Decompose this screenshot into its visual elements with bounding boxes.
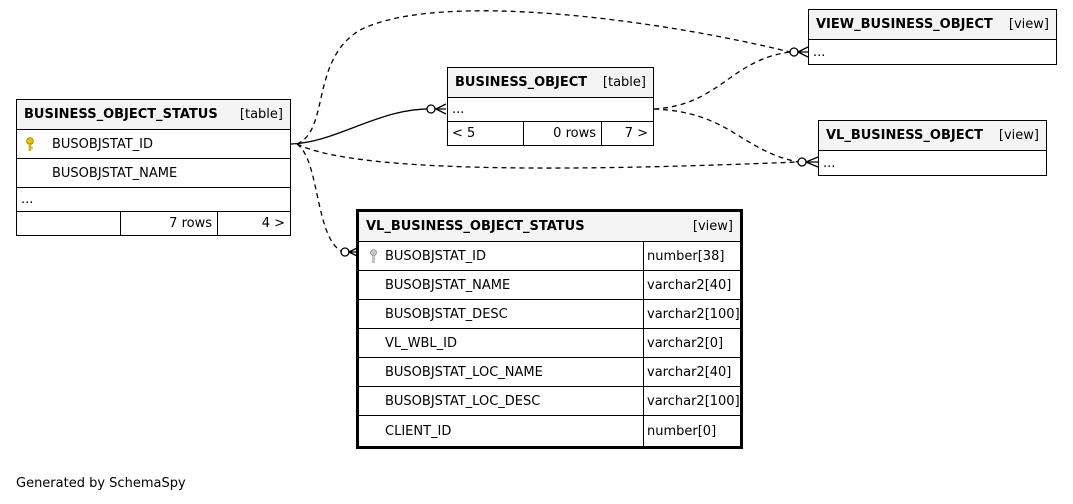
- column-name: BUSOBJSTAT_LOC_NAME: [385, 364, 543, 380]
- column-type: varchar2[100]: [647, 306, 740, 322]
- edge-crowfoot: [797, 46, 809, 58]
- edge-status-business-object: [290, 108, 439, 145]
- entity-kind: [table]: [239, 107, 283, 122]
- ellipsis-text: ...: [823, 155, 836, 171]
- entity-header: VIEW_BUSINESS_OBJECT [view]: [809, 10, 1056, 40]
- entity-name: BUSINESS_OBJECT: [455, 75, 588, 90]
- ellipsis-row: ...: [448, 98, 653, 122]
- column-row[interactable]: BUSOBJSTAT_ID number[38]: [359, 242, 740, 271]
- footer-parents[interactable]: < 5: [448, 122, 524, 145]
- footer-children[interactable]: 4 >: [261, 216, 285, 231]
- column-name: BUSOBJSTAT_NAME: [52, 165, 178, 181]
- edge-crowfoot: [805, 156, 819, 168]
- entity-vl-business-object-status[interactable]: VL_BUSINESS_OBJECT_STATUS [view] BUSOBJS…: [356, 209, 743, 449]
- edge-status-vl-business-object: [296, 143, 799, 169]
- edge-end-circle: [797, 157, 807, 167]
- edge-business-object-vl-business-object: [653, 108, 799, 163]
- footer-row-count: 7 rows: [121, 212, 218, 235]
- edge-crowfoot: [435, 103, 447, 115]
- entity-name: BUSINESS_OBJECT_STATUS: [24, 107, 218, 122]
- entity-kind: [table]: [602, 75, 646, 90]
- column-row[interactable]: BUSOBJSTAT_DESC varchar2[100]: [359, 300, 740, 329]
- entity-kind: [view]: [1008, 17, 1049, 32]
- column-type: varchar2[40]: [647, 277, 732, 293]
- entity-header: BUSINESS_OBJECT_STATUS [table]: [17, 100, 290, 130]
- ellipsis-text: ...: [21, 192, 34, 207]
- column-row[interactable]: BUSOBJSTAT_LOC_NAME varchar2[40]: [359, 358, 740, 387]
- edge-status-vl-status: [296, 143, 344, 253]
- column-type: varchar2[100]: [647, 393, 740, 409]
- column-row[interactable]: BUSOBJSTAT_ID: [17, 130, 290, 159]
- footer-children[interactable]: 7 >: [624, 126, 648, 141]
- column-type: varchar2[0]: [647, 335, 724, 351]
- entity-footer: < 5 0 rows 7 >: [448, 122, 653, 145]
- column-name: CLIENT_ID: [385, 423, 452, 439]
- edge-status-view-business-object: [296, 10, 791, 145]
- column-name: BUSOBJSTAT_ID: [52, 136, 154, 152]
- footer-row-count: 0 rows: [524, 122, 602, 145]
- column-row[interactable]: BUSOBJSTAT_NAME varchar2[40]: [359, 271, 740, 300]
- edge-business-object-view-business-object: [653, 51, 791, 110]
- entity-header: BUSINESS_OBJECT [table]: [448, 68, 653, 98]
- edge-end-circle: [426, 104, 436, 114]
- entity-kind: [view]: [692, 219, 733, 234]
- column-type: number[38]: [647, 248, 725, 264]
- footer-parents: [17, 212, 121, 235]
- column-name: BUSOBJSTAT_ID: [385, 248, 487, 264]
- entity-name: VL_BUSINESS_OBJECT: [826, 128, 983, 143]
- column-name: VL_WBL_ID: [385, 335, 457, 351]
- entity-kind: [view]: [998, 128, 1039, 143]
- entity-header: VL_BUSINESS_OBJECT_STATUS [view]: [359, 212, 740, 242]
- entity-vl-business-object[interactable]: VL_BUSINESS_OBJECT [view] ...: [818, 120, 1047, 176]
- edge-end-circle: [789, 47, 799, 57]
- entity-name: VL_BUSINESS_OBJECT_STATUS: [366, 219, 585, 234]
- entity-business-object-status[interactable]: BUSINESS_OBJECT_STATUS [table] BUSOBJSTA…: [16, 99, 291, 236]
- column-name: BUSOBJSTAT_LOC_DESC: [385, 393, 541, 409]
- entity-name: VIEW_BUSINESS_OBJECT: [816, 17, 993, 32]
- entity-header: VL_BUSINESS_OBJECT [view]: [819, 121, 1046, 151]
- entity-view-business-object[interactable]: VIEW_BUSINESS_OBJECT [view] ...: [808, 9, 1057, 65]
- column-row[interactable]: BUSOBJSTAT_LOC_DESC varchar2[100]: [359, 387, 740, 416]
- ellipsis-text: ...: [452, 102, 465, 117]
- ellipsis-text: ...: [813, 44, 826, 60]
- column-row[interactable]: VL_WBL_ID varchar2[0]: [359, 329, 740, 358]
- column-row[interactable]: BUSOBJSTAT_NAME: [17, 159, 290, 188]
- ellipsis-row: ...: [17, 188, 290, 212]
- primary-key-icon: [17, 130, 43, 158]
- column-row[interactable]: CLIENT_ID number[0]: [359, 416, 740, 446]
- ellipsis-row: ...: [819, 151, 1046, 175]
- entity-business-object[interactable]: BUSINESS_OBJECT [table] ... < 5 0 rows 7…: [447, 67, 654, 146]
- column-name: BUSOBJSTAT_DESC: [385, 306, 508, 322]
- generated-by-note: Generated by SchemaSpy: [16, 476, 186, 491]
- edge-end-circle: [340, 247, 350, 257]
- column-type: number[0]: [647, 423, 717, 439]
- column-name: BUSOBJSTAT_NAME: [385, 277, 511, 293]
- column-type: varchar2[40]: [647, 364, 732, 380]
- foreign-key-icon: [361, 249, 385, 263]
- ellipsis-row: ...: [809, 40, 1056, 64]
- entity-footer: 7 rows 4 >: [17, 212, 290, 235]
